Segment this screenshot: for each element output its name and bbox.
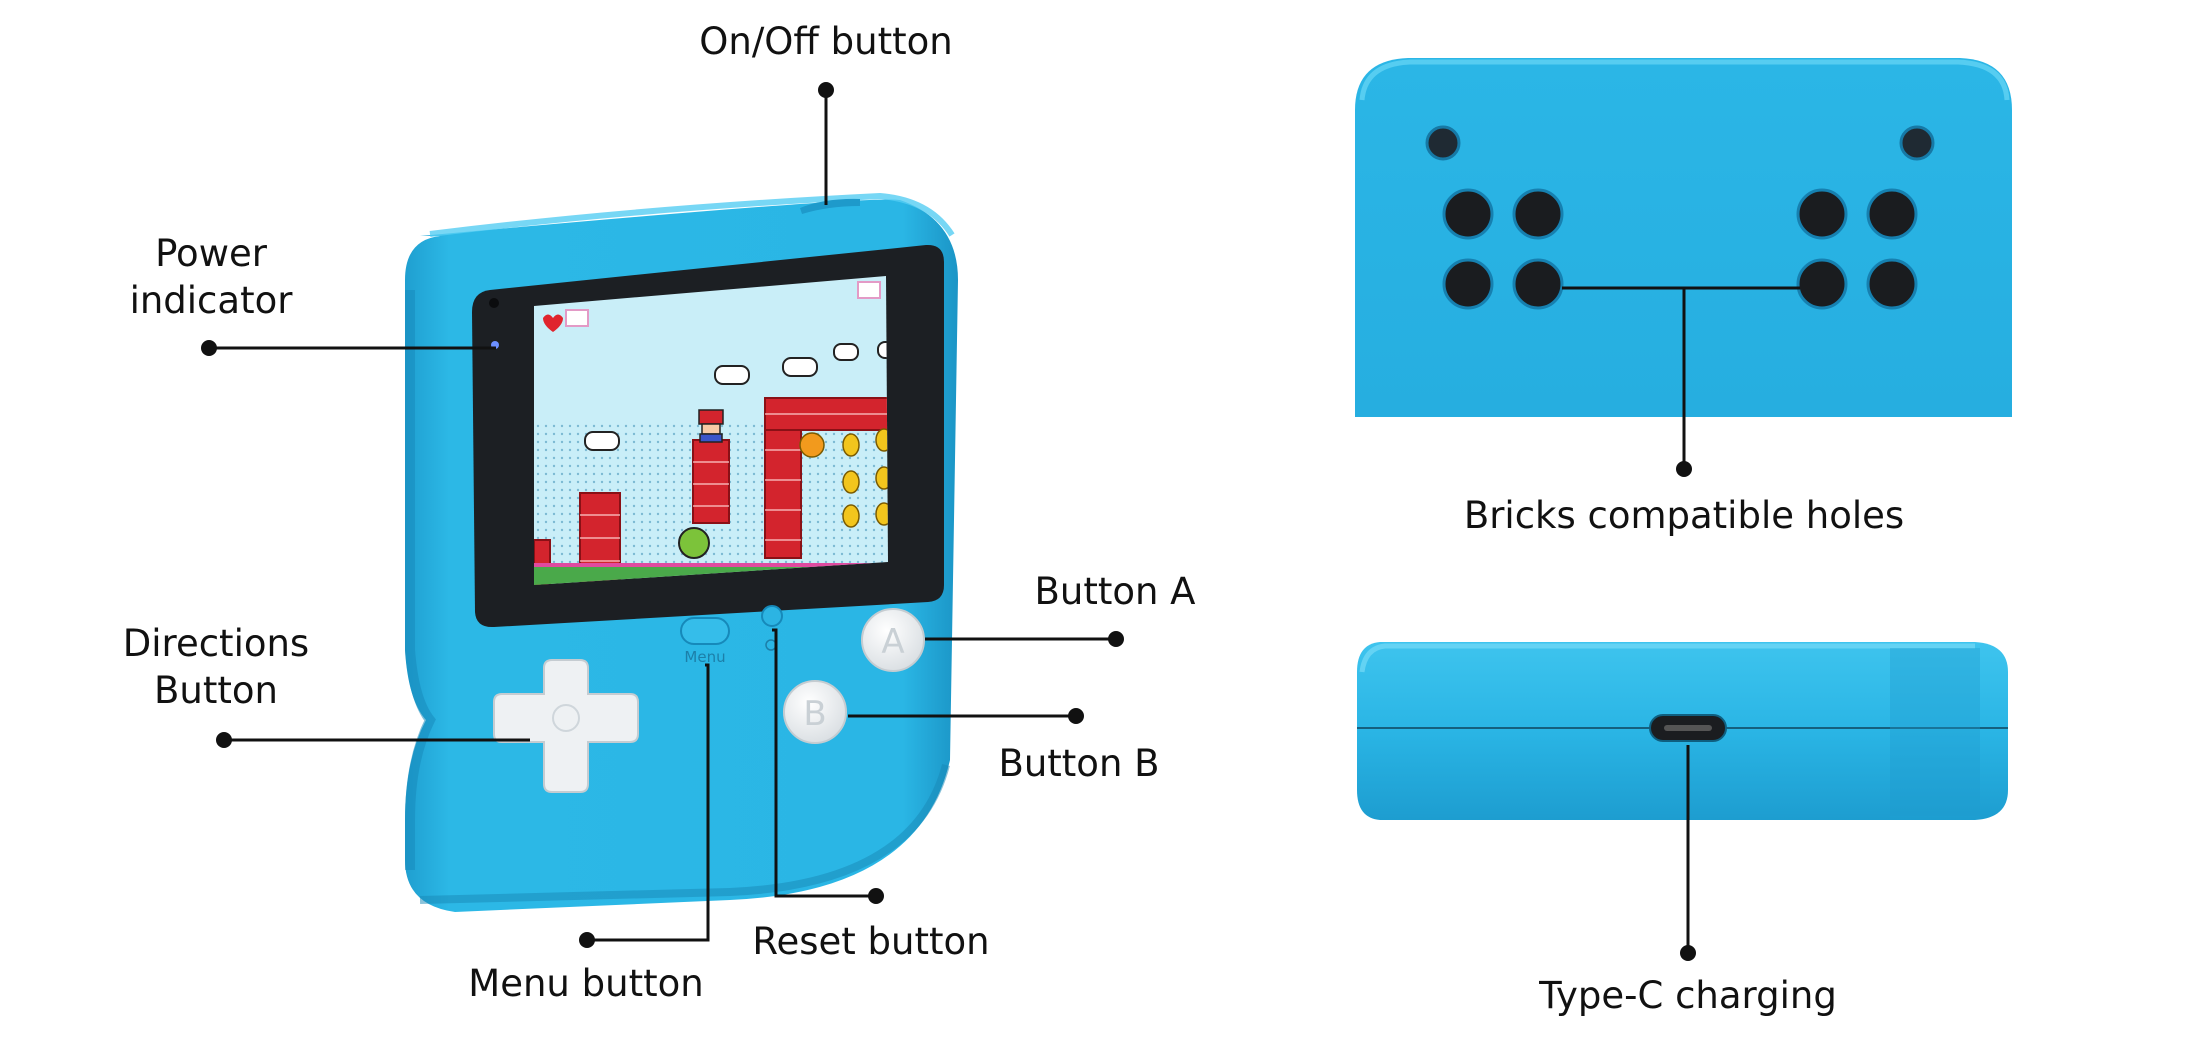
brick-hole [1512,188,1564,240]
coin-block [799,432,825,458]
reset-button[interactable] [761,605,783,627]
cloud [714,365,750,385]
cloud [877,341,888,359]
screw-hole [1899,125,1935,161]
label-directions-button: Directions Button [96,620,336,714]
coin [875,466,888,490]
brick-hole [1442,188,1494,240]
handheld-back-view [1355,58,2012,417]
brick-hole [1796,188,1848,240]
coin [842,504,860,528]
label-typec-text: Type-C charging [1539,974,1837,1017]
handheld-front-view: Menu A B [405,192,958,912]
camera-dot [489,298,499,308]
label-button-a-text: Button A [1034,570,1196,613]
brick-hole [1796,258,1848,310]
button-b[interactable]: B [783,680,847,744]
label-on-off-text: On/Off button [699,20,953,63]
brick-hole [1866,258,1918,310]
menu-button[interactable] [680,617,730,645]
brick-pillar [692,439,730,524]
cloud [584,431,620,451]
brick-hole [1512,258,1564,310]
cloud [782,357,818,377]
label-power-line1: Power [155,232,267,275]
on-off-button[interactable] [800,198,860,214]
coin [842,433,860,457]
back-panel [1355,58,2012,417]
coin [842,470,860,494]
label-menu-text: Menu button [468,962,704,1005]
label-power-indicator: Power indicator [96,230,326,324]
button-a[interactable]: A [861,608,925,672]
coin [875,502,888,526]
leader-lines [201,82,1800,961]
label-on-off-button: On/Off button [686,18,966,65]
screw-hole [1425,125,1461,161]
directions-button[interactable] [493,659,639,793]
coin [875,428,888,452]
heart-icon [543,314,563,332]
label-button-b-text: Button B [998,742,1160,785]
game-screen [534,276,888,585]
label-type-c: Type-C charging [1508,972,1868,1019]
cloud [833,343,859,361]
handheld-bottom-view [1357,642,2008,820]
menu-caption: Menu [684,648,725,666]
label-directions-line2: Button [154,669,278,712]
label-button-a: Button A [1010,568,1220,615]
label-directions-line1: Directions [122,622,310,665]
label-power-line2: indicator [129,279,293,322]
enemy-character [678,527,710,559]
label-button-b: Button B [974,740,1184,787]
button-a-letter: A [881,622,904,662]
hero-character [698,409,724,443]
button-b-letter: B [803,694,826,734]
label-reset-button: Reset button [726,918,1016,965]
label-reset-text: Reset button [752,920,990,963]
label-menu-button: Menu button [438,960,734,1007]
label-bricks-text: Bricks compatible holes [1463,494,1905,537]
brick-hole [1442,258,1494,310]
brick-hole [1866,188,1918,240]
label-bricks-holes: Bricks compatible holes [1424,492,1944,539]
